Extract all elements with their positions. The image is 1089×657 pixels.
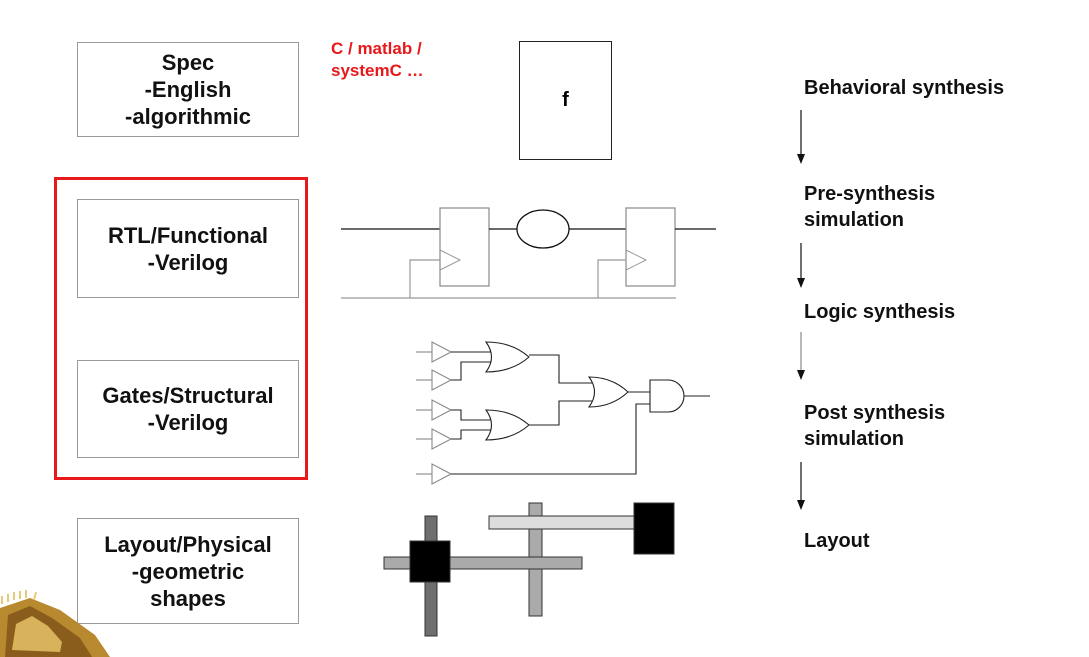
register-1 bbox=[439, 207, 490, 287]
flow-step-logic-synthesis: Logic synthesis bbox=[804, 299, 955, 325]
flow-arrow-4 bbox=[797, 462, 805, 510]
spec-title: Spec bbox=[161, 50, 215, 75]
chip-logo bbox=[0, 590, 110, 657]
flow-step-1-line-1: Behavioral synthesis bbox=[804, 77, 1005, 99]
rtl-diagram bbox=[341, 207, 716, 299]
input-buffers bbox=[416, 341, 453, 485]
spec-line-english: -English bbox=[144, 77, 232, 102]
flow-step-2-line-2: simulation bbox=[804, 209, 905, 231]
and-gate bbox=[649, 379, 685, 413]
rtl-line-verilog: -Verilog bbox=[147, 249, 229, 275]
flow-step-behavioral-synthesis: Behavioral synthesis bbox=[804, 75, 1004, 101]
flow-step-2-line-1: Pre-synthesis bbox=[804, 183, 936, 205]
function-box-label: f bbox=[562, 89, 569, 111]
layout-line-shapes: shapes bbox=[150, 585, 226, 611]
function-box: f bbox=[519, 41, 612, 160]
register-2 bbox=[625, 207, 676, 287]
layout-title: Layout/Physical bbox=[104, 531, 272, 557]
combinational-logic-ellipse bbox=[516, 209, 570, 249]
flow-step-4-line-2: simulation bbox=[804, 428, 905, 450]
flow-step-5-line-1: Layout bbox=[804, 530, 870, 552]
layout-line-geometric: -geometric bbox=[131, 558, 245, 584]
flow-step-layout: Layout bbox=[804, 528, 870, 554]
via-contact-left bbox=[409, 540, 451, 583]
or-gate-3 bbox=[587, 376, 629, 408]
flow-step-3-line-1: Logic synthesis bbox=[804, 301, 956, 323]
flow-step-4-line-1: Post synthesis bbox=[804, 402, 946, 424]
horizontal-wire-upper bbox=[488, 515, 638, 530]
gates-title: Gates/Structural bbox=[102, 383, 274, 408]
level-box-gates: Gates/Structural -Verilog bbox=[77, 360, 299, 458]
level-box-layout: Layout/Physical -geometric shapes bbox=[77, 518, 299, 624]
language-note-line-2: systemC … bbox=[331, 61, 424, 80]
flow-arrows bbox=[797, 110, 805, 510]
flow-arrow-1 bbox=[797, 110, 805, 164]
rtl-title: RTL/Functional bbox=[107, 222, 269, 248]
flow-step-post-synthesis-simulation: Post synthesis simulation bbox=[804, 400, 945, 452]
flow-arrow-2 bbox=[797, 243, 805, 288]
via-contact-right bbox=[633, 502, 675, 555]
level-box-rtl: RTL/Functional -Verilog bbox=[77, 199, 299, 298]
verilog-highlight-bracket bbox=[54, 177, 308, 480]
or-gate-2 bbox=[484, 409, 530, 441]
language-note-line-1: C / matlab / bbox=[331, 39, 422, 58]
layout-diagram bbox=[383, 502, 675, 637]
gates-line-verilog: -Verilog bbox=[147, 410, 229, 435]
spec-line-algorithmic: -algorithmic bbox=[125, 104, 251, 129]
flow-arrow-3 bbox=[797, 332, 805, 380]
language-note: C / matlab / systemC … bbox=[331, 38, 424, 82]
level-box-spec: Spec -English -algorithmic bbox=[77, 42, 299, 137]
flow-step-pre-synthesis-simulation: Pre-synthesis simulation bbox=[804, 181, 935, 233]
gate-wires bbox=[451, 351, 710, 475]
or-gate-1 bbox=[484, 341, 530, 373]
gates-diagram bbox=[416, 341, 710, 485]
